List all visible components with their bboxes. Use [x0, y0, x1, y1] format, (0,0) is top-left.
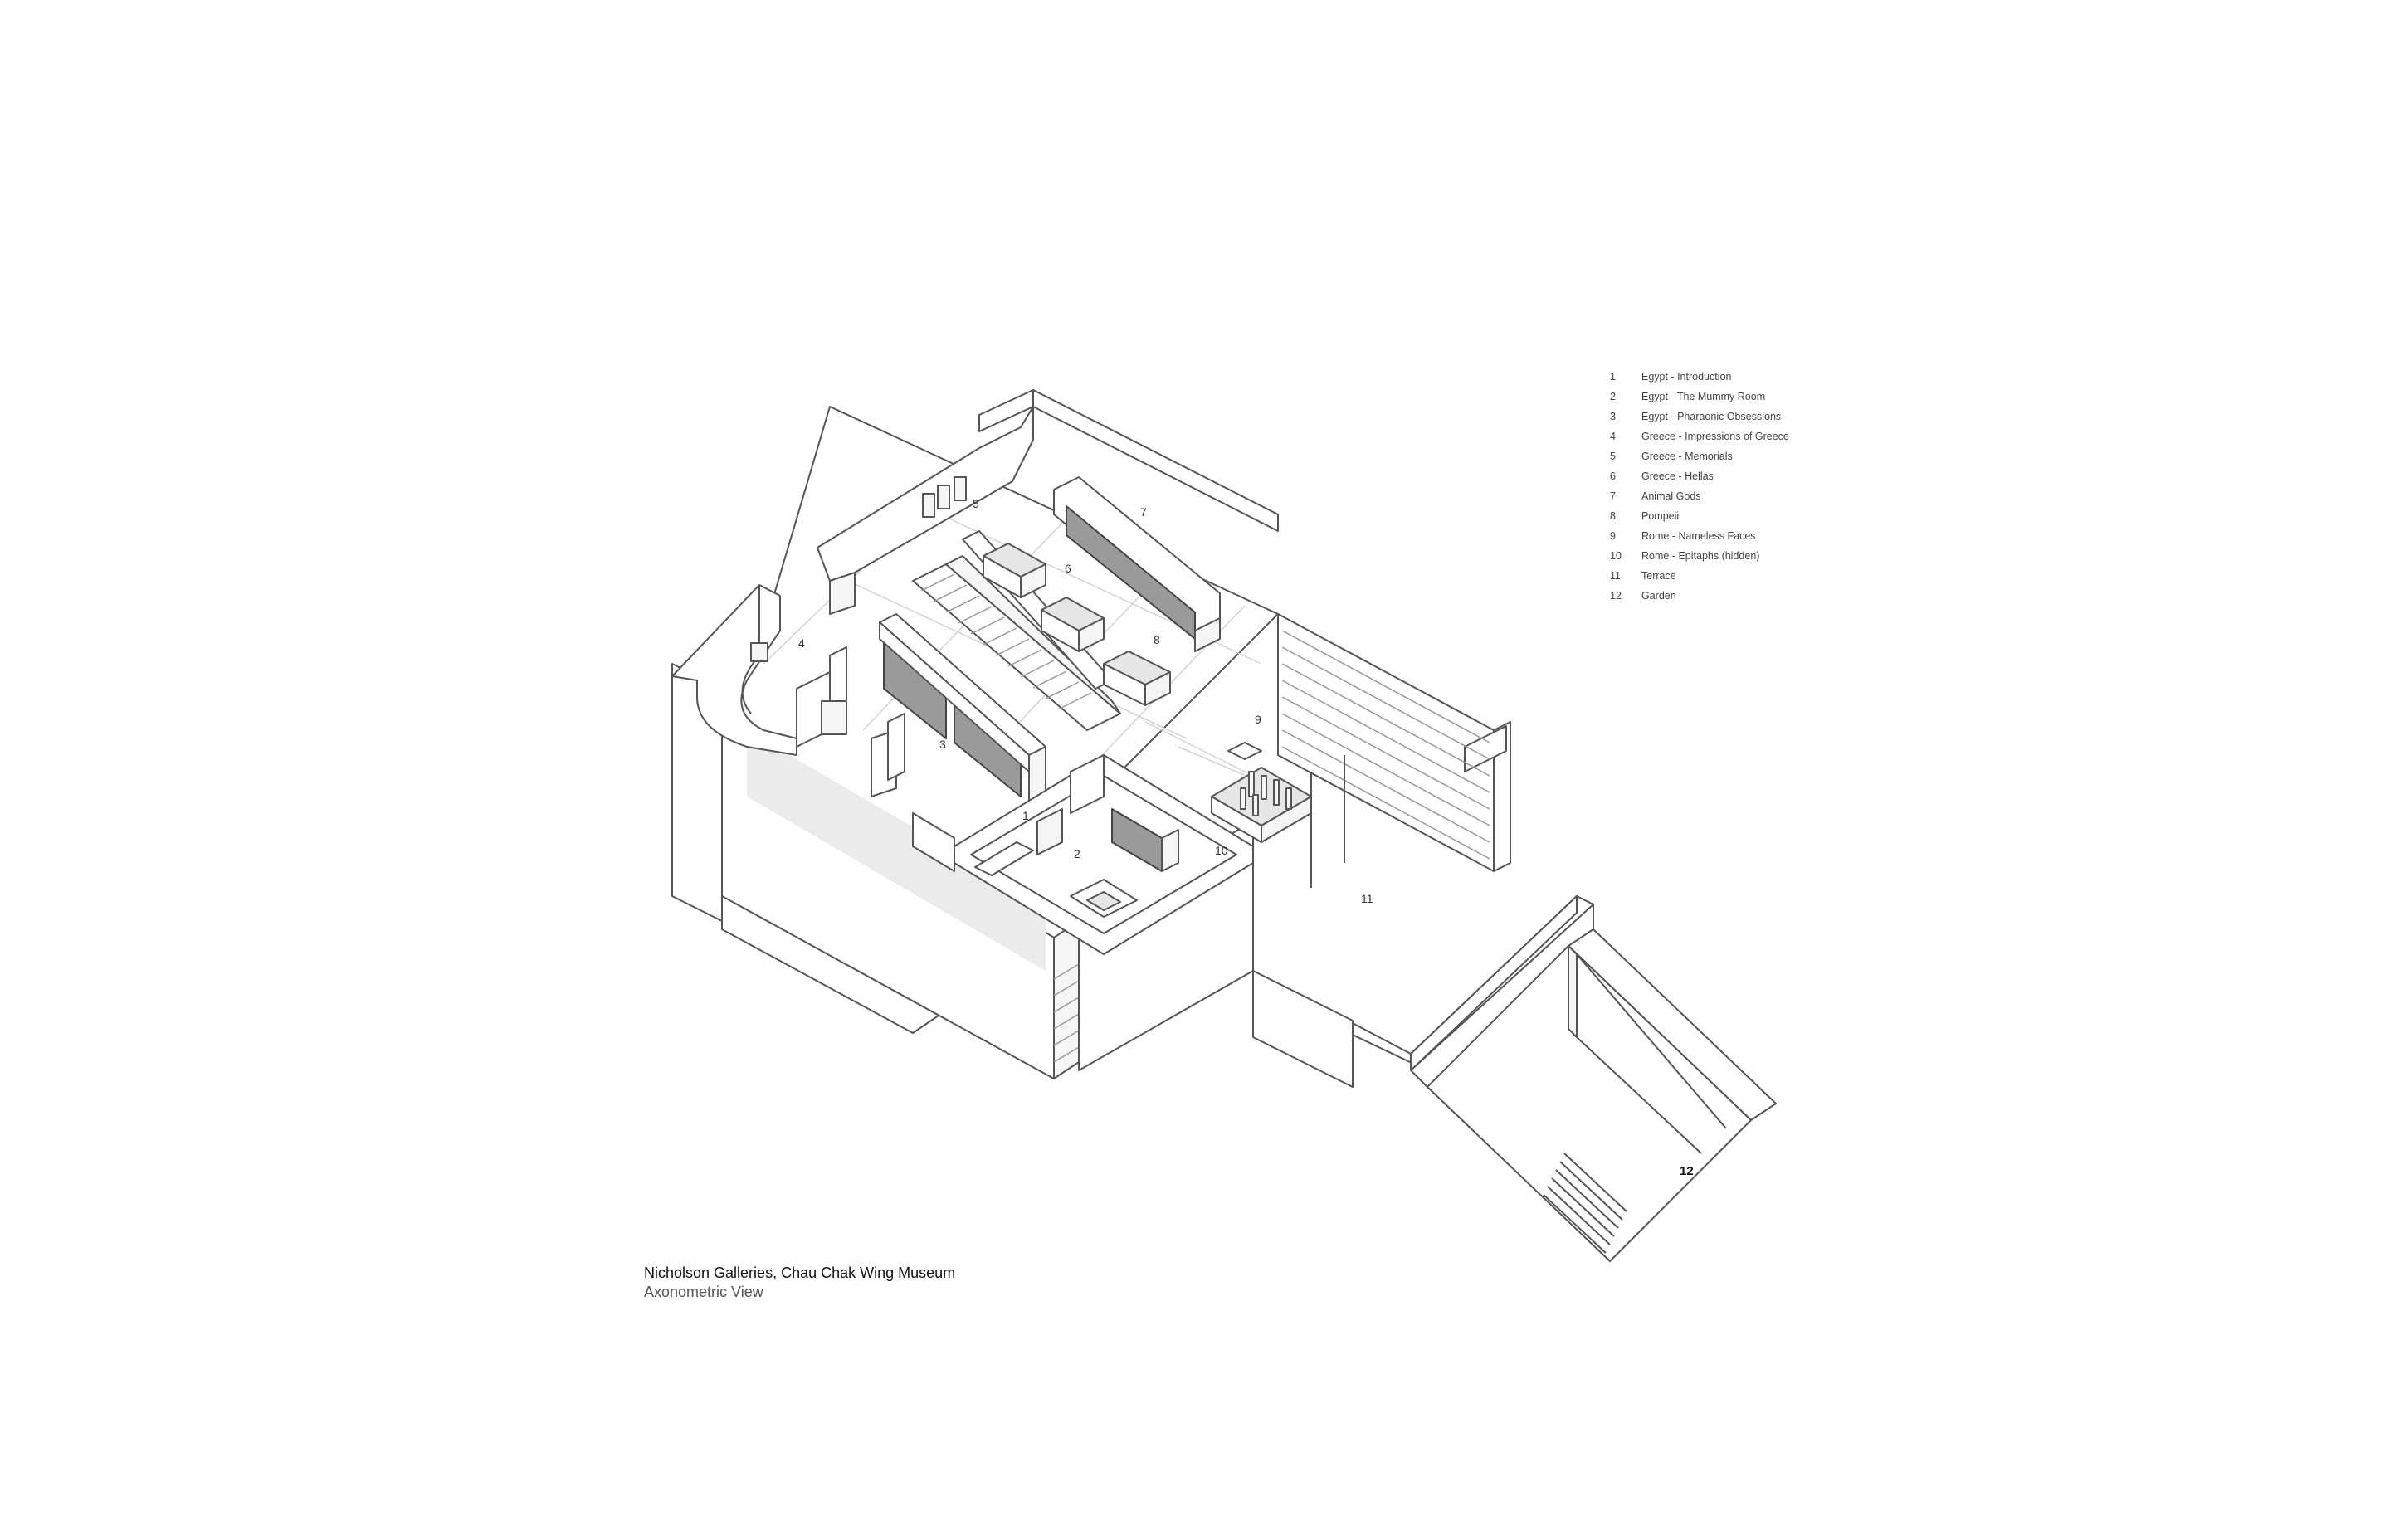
- legend-row: 12 Garden: [1610, 586, 1892, 606]
- legend-row: 1 Egypt - Introduction: [1610, 367, 1892, 387]
- legend-row: 3 Egypt - Pharaonic Obsessions: [1610, 407, 1892, 426]
- stair-treads: [920, 573, 1092, 710]
- room-7-display-case: [1053, 476, 1221, 652]
- room-2-enclosure: [954, 754, 1254, 955]
- room-tag-11: 11: [1361, 892, 1373, 905]
- room-tag-8: 8: [1154, 633, 1160, 646]
- north-east-wall: [1032, 389, 1279, 532]
- room-3-display-wall: [879, 613, 1046, 814]
- legend-label: Egypt - The Mummy Room: [1641, 391, 1766, 402]
- legend-label: Animal Gods: [1641, 490, 1701, 502]
- legend-label: Rome - Epitaphs (hidden): [1641, 550, 1760, 562]
- legend-label: Egypt - Pharaonic Obsessions: [1641, 411, 1782, 422]
- room-tag-6: 6: [1065, 562, 1071, 575]
- legend-number: 2: [1610, 391, 1616, 402]
- legend-number: 1: [1610, 371, 1616, 383]
- room-tags: 1 2 3 4 5 6 7 8 9 10 11 12: [798, 497, 1694, 1178]
- legend-row: 9 Rome - Nameless Faces: [1610, 526, 1892, 546]
- drawing-caption: Nicholson Galleries, Chau Chak Wing Muse…: [644, 1265, 955, 1301]
- legend-label: Garden: [1641, 590, 1676, 602]
- garden: [1410, 904, 1777, 1262]
- caption-title: Nicholson Galleries, Chau Chak Wing Muse…: [644, 1265, 956, 1281]
- legend-row: 10 Rome - Epitaphs (hidden): [1610, 546, 1892, 566]
- legend-label: Egypt - Introduction: [1641, 371, 1732, 383]
- room-tag-12: 12: [1680, 1164, 1694, 1178]
- room-tag-1: 1: [1022, 809, 1029, 822]
- room-tag-10: 10: [1215, 844, 1228, 857]
- terrace-slab: [1252, 895, 1594, 1088]
- room-tag-2: 2: [1074, 847, 1080, 860]
- legend-number: 10: [1610, 550, 1622, 562]
- room-tag-9: 9: [1255, 713, 1261, 726]
- legend: 1 Egypt - Introduction 2 Egypt - The Mummy…: [1610, 367, 1892, 606]
- legend-row: 2 Egypt - The Mummy Room: [1610, 387, 1892, 407]
- room-9-display-table: [1211, 742, 1312, 843]
- room-tag-7: 7: [1140, 505, 1147, 519]
- legend-number: 7: [1610, 490, 1616, 502]
- legend-number: 5: [1610, 451, 1616, 462]
- caption-subtitle: Axonometric View: [644, 1284, 763, 1300]
- legend-number: 4: [1610, 431, 1616, 442]
- room-5-wall: [817, 389, 1034, 615]
- legend-label: Greece - Hellas: [1641, 470, 1714, 482]
- room-tag-4: 4: [798, 636, 805, 650]
- room-6-plinths: [983, 543, 1105, 652]
- legend-number: 11: [1610, 570, 1621, 582]
- figurines: [1240, 771, 1292, 816]
- legend-row: 4 Greece - Impressions of Greece: [1610, 426, 1892, 446]
- room-tag-5: 5: [973, 497, 979, 510]
- garden-steps: [1543, 1153, 1627, 1254]
- room-tag-3: 3: [939, 738, 946, 751]
- legend-row: 6 Greece - Hellas: [1610, 466, 1892, 486]
- legend-label: Terrace: [1641, 570, 1676, 582]
- legend-row: 7 Animal Gods: [1610, 486, 1892, 506]
- east-louvred-volume: [1277, 613, 1511, 888]
- room-3-partitions: [796, 646, 955, 872]
- legend-label: Rome - Nameless Faces: [1641, 530, 1756, 542]
- legend-label: Pompeii: [1641, 510, 1680, 522]
- facade-louvres: [1281, 630, 1490, 860]
- legend-number: 8: [1610, 510, 1616, 522]
- legend-number: 6: [1610, 470, 1616, 482]
- legend-number: 9: [1610, 530, 1616, 542]
- legend-label: Greece - Impressions of Greece: [1641, 431, 1789, 442]
- legend-row: 8 Pompeii: [1610, 506, 1892, 526]
- legend-label: Greece - Memorials: [1641, 451, 1733, 462]
- legend-number: 3: [1610, 411, 1616, 422]
- legend-row: 5 Greece - Memorials: [1610, 446, 1892, 466]
- legend-number: 12: [1610, 590, 1622, 602]
- legend-row: 11 Terrace: [1610, 566, 1892, 586]
- room-8-plinth: [1103, 651, 1171, 706]
